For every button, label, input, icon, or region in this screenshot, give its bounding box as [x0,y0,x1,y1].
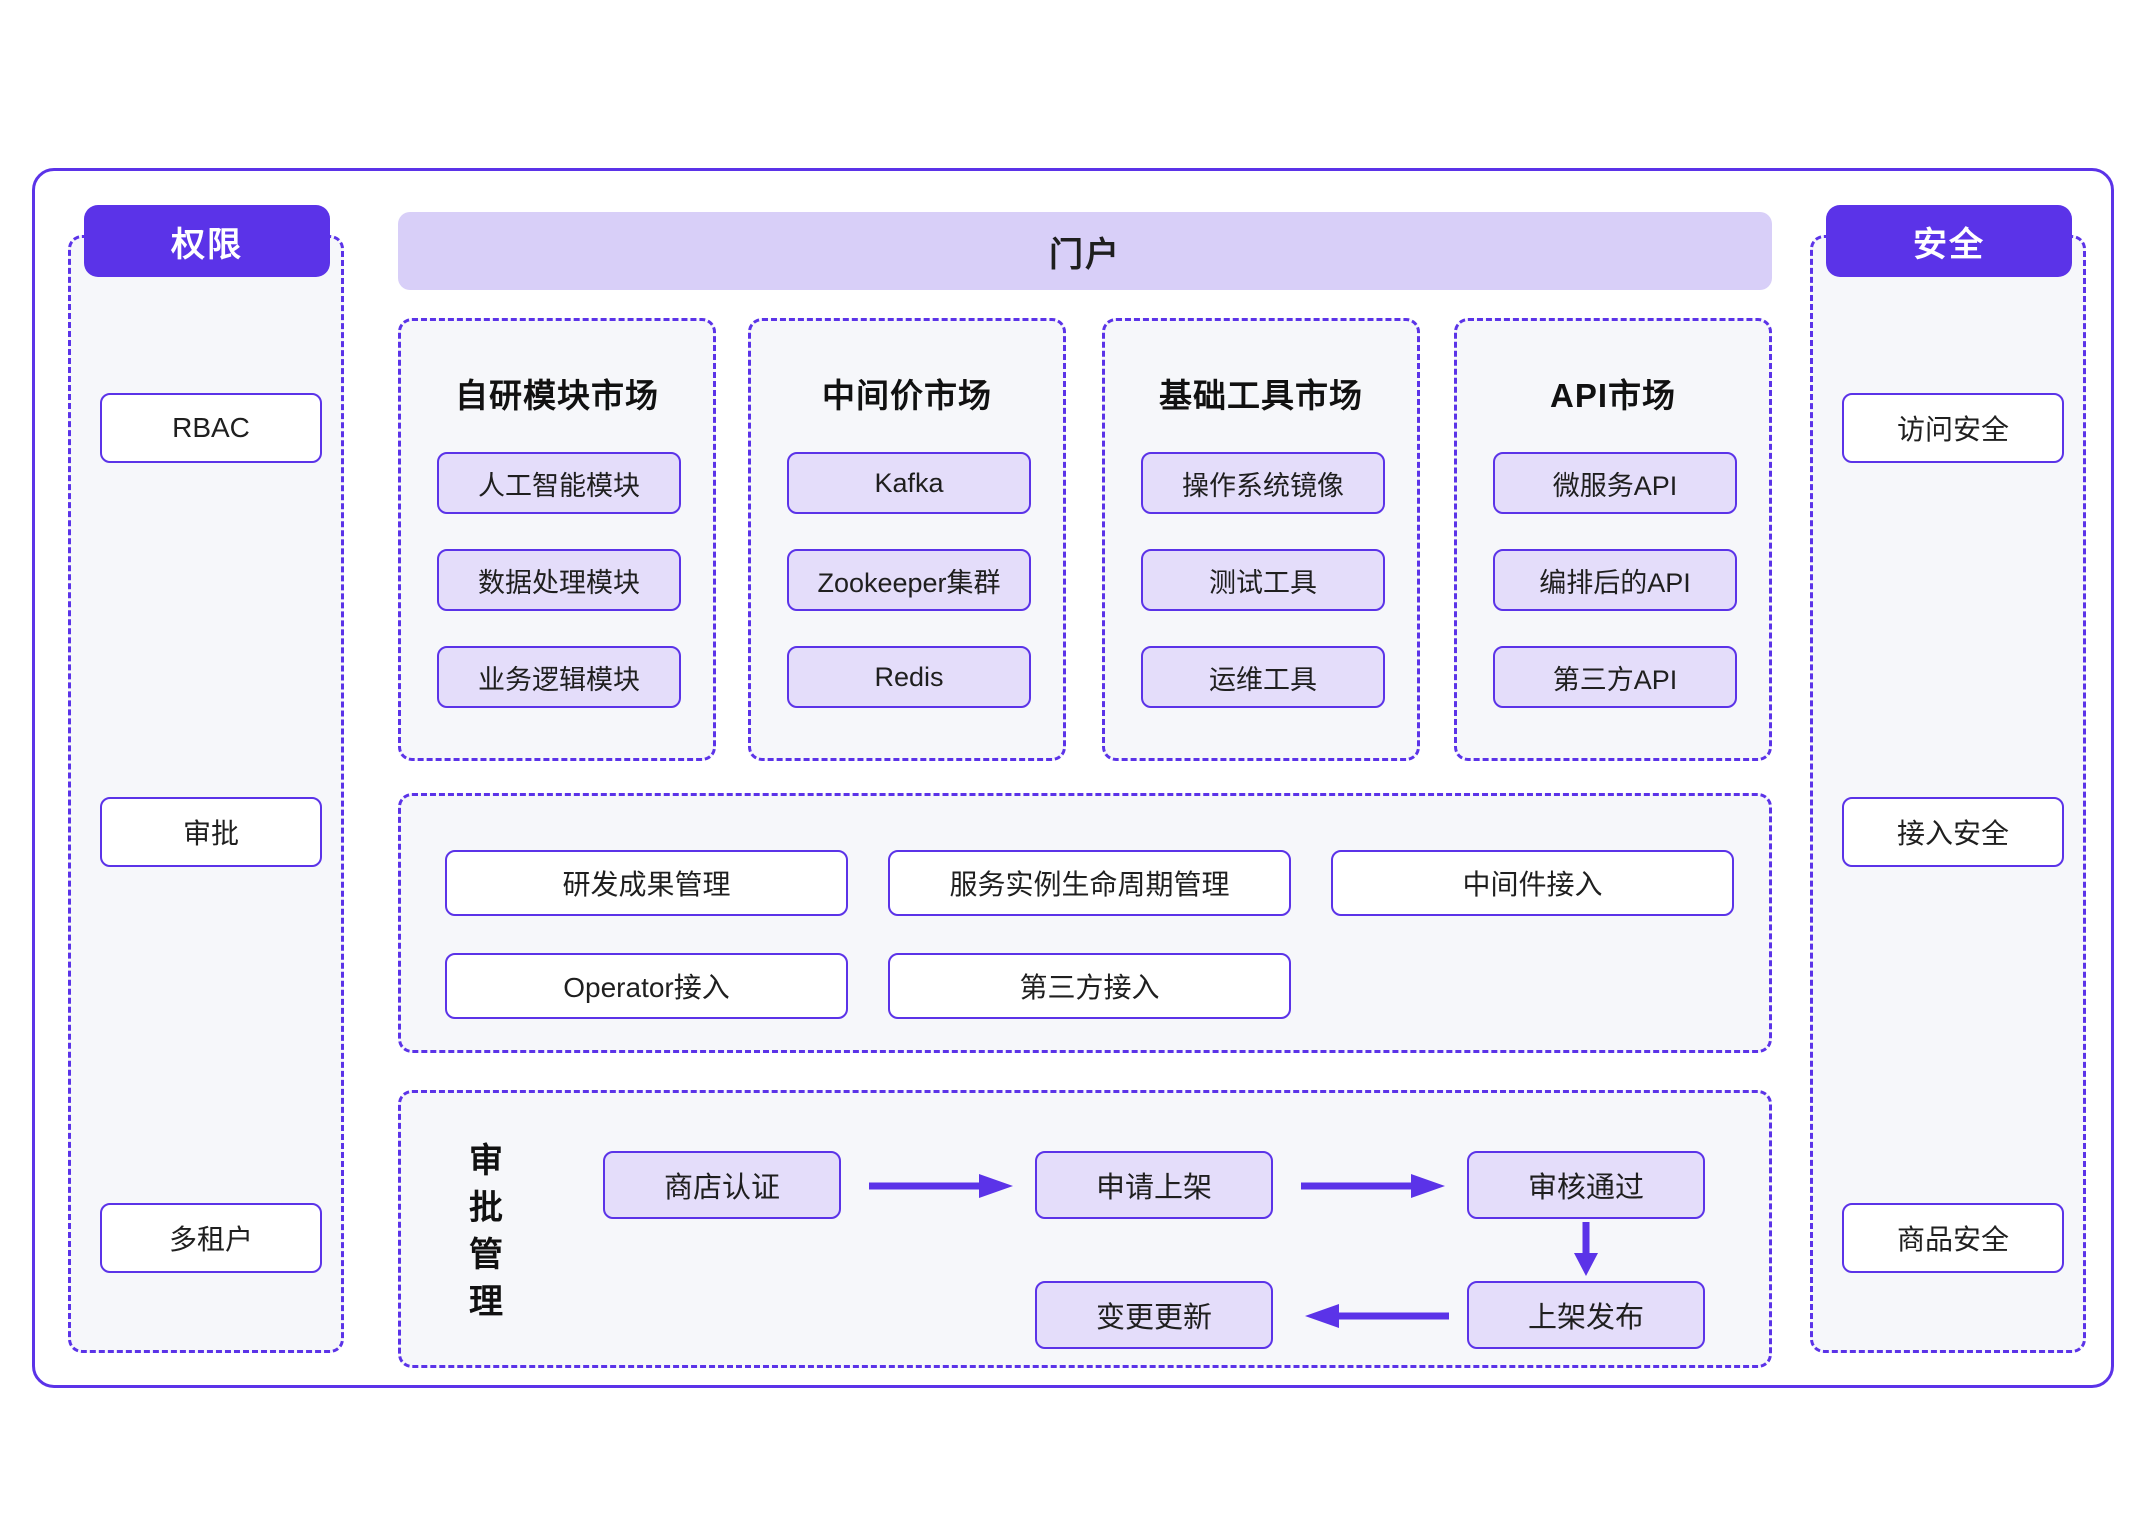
left-item-approval[interactable]: 审批 [100,797,322,867]
right-item-connection-security[interactable]: 接入安全 [1842,797,2064,867]
right-item-access-security[interactable]: 访问安全 [1842,393,2064,463]
left-item-multitenant[interactable]: 多租户 [100,1203,322,1273]
arrow-left-publish-to-change [1305,1304,1449,1328]
market-chip-3-0[interactable]: 微服务API [1493,452,1737,514]
market-panel-2: 基础工具市场 操作系统镜像 测试工具 运维工具 [1102,318,1420,761]
approval-vertical-label: 审批管理 [469,1142,503,1321]
management-panel: 研发成果管理 服务实例生命周期管理 中间件接入 Operator接入 第三方接入 [398,793,1772,1053]
market-chip-0-2[interactable]: 业务逻辑模块 [437,646,681,708]
market-chip-2-1[interactable]: 测试工具 [1141,549,1385,611]
arrow-right-apply-to-review [1301,1174,1445,1198]
mgmt-box-rd-results[interactable]: 研发成果管理 [445,850,848,916]
arrow-right-store-to-apply [869,1174,1013,1198]
market-panel-0: 自研模块市场 人工智能模块 数据处理模块 业务逻辑模块 [398,318,716,761]
right-item-product-security[interactable]: 商品安全 [1842,1203,2064,1273]
flow-node-apply-listing[interactable]: 申请上架 [1035,1151,1273,1219]
market-chip-0-1[interactable]: 数据处理模块 [437,549,681,611]
market-chip-0-0[interactable]: 人工智能模块 [437,452,681,514]
market-panel-1: 中间价市场 Kafka Zookeeper集群 Redis [748,318,1066,761]
right-column-header: 安全 [1826,205,2072,277]
portal-banner: 门户 [398,212,1772,290]
mgmt-box-third-party-access[interactable]: 第三方接入 [888,953,1291,1019]
flow-node-publish-listing[interactable]: 上架发布 [1467,1281,1705,1349]
flow-node-change-update[interactable]: 变更更新 [1035,1281,1273,1349]
mgmt-box-operator-access[interactable]: Operator接入 [445,953,848,1019]
market-title-2: 基础工具市场 [1159,377,1363,414]
market-chip-1-2[interactable]: Redis [787,646,1031,708]
market-chip-1-1[interactable]: Zookeeper集群 [787,549,1031,611]
market-chip-1-0[interactable]: Kafka [787,452,1031,514]
market-chip-3-2[interactable]: 第三方API [1493,646,1737,708]
mgmt-box-middleware-access[interactable]: 中间件接入 [1331,850,1734,916]
left-item-rbac[interactable]: RBAC [100,393,322,463]
mgmt-box-service-lifecycle[interactable]: 服务实例生命周期管理 [888,850,1291,916]
left-column-header: 权限 [84,205,330,277]
market-chip-3-1[interactable]: 编排后的API [1493,549,1737,611]
flow-node-store-certification[interactable]: 商店认证 [603,1151,841,1219]
market-title-0: 自研模块市场 [455,377,659,414]
arrow-down-review-to-publish [1574,1222,1598,1276]
market-title-3: API市场 [1549,377,1676,414]
market-chip-2-0[interactable]: 操作系统镜像 [1141,452,1385,514]
market-panel-3: API市场 微服务API 编排后的API 第三方API [1454,318,1772,761]
market-title-1: 中间价市场 [822,377,992,414]
flow-node-review-passed[interactable]: 审核通过 [1467,1151,1705,1219]
approval-panel: 审批管理 商店认证 申请上架 审核通过 上架发布 变更更新 [398,1090,1772,1368]
market-chip-2-2[interactable]: 运维工具 [1141,646,1385,708]
